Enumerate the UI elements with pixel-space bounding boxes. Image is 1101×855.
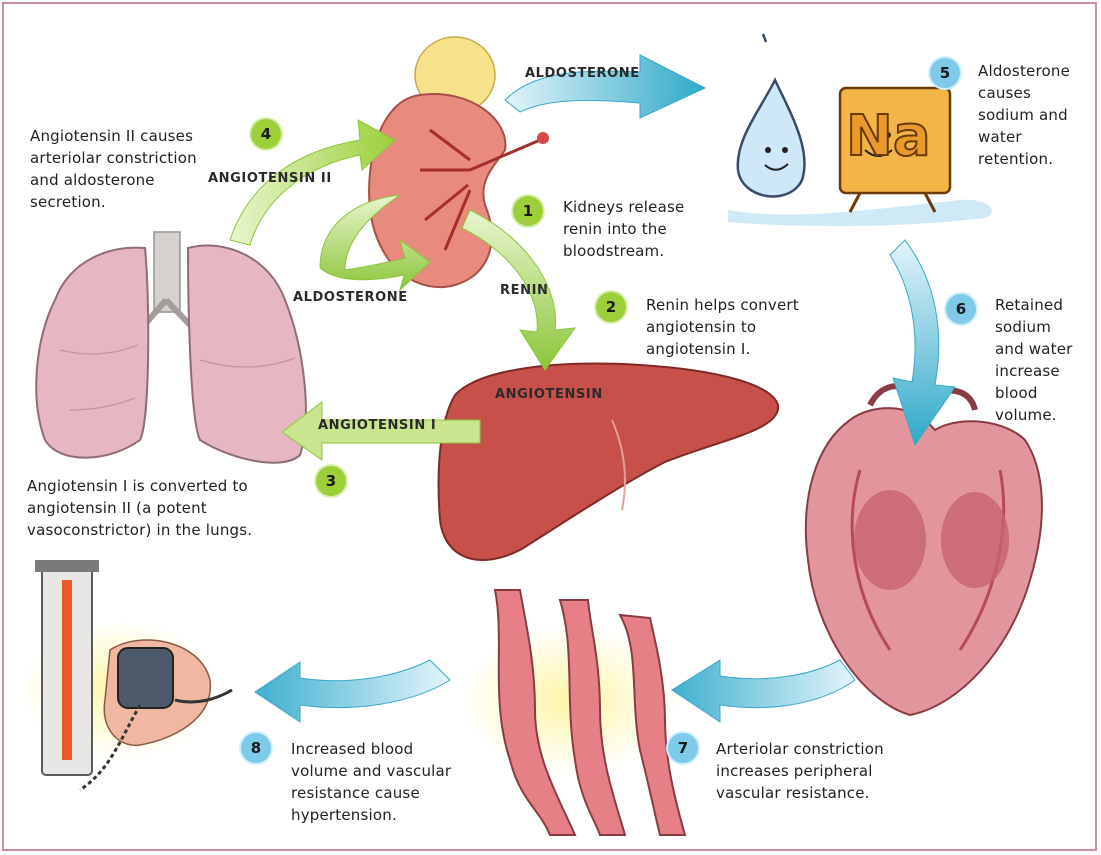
sodium-symbol: Na [846,104,931,169]
liver-icon [439,364,779,560]
step-text-8: Increased blood volume and vascular resi… [291,738,451,826]
step-badge-7: 7 [668,733,698,763]
arrow-label-angiotensin: Angiotensin [495,387,603,402]
arrow-label-angiotensin-ii: Angiotensin II [208,171,332,186]
aldosterone-top-arrow [505,55,705,118]
step-badge-3: 3 [316,466,346,496]
hypertension-arrow [255,660,450,722]
arrow-label-aldosterone-left: Aldosterone [293,290,408,305]
lungs-icon [36,232,306,463]
step-badge-8: 8 [241,733,271,763]
step-badge-2: 2 [596,292,626,322]
step-text-5: Aldosterone causes sodium and water rete… [978,60,1070,170]
step-text-1: Kidneys release renin into the bloodstre… [563,196,684,262]
step-text-7: Arteriolar constriction increases periph… [716,738,884,804]
arrow-label-renin: Renin [500,283,549,298]
sphygmomanometer-icon [20,560,232,790]
step-text-3: Angiotensin I is converted to angiotensi… [27,475,252,541]
step-badge-6: 6 [946,294,976,324]
step-badge-4: 4 [251,119,281,149]
step-badge-5: 5 [930,58,960,88]
arrow-label-angiotensin-i: Angiotensin I [318,418,436,433]
step-text-6: Retained sodium and water increase blood… [995,294,1073,426]
step-badge-1: 1 [513,196,543,226]
step-text-2: Renin helps convert angiotensin to angio… [646,294,799,360]
resistance-arrow [672,660,855,722]
step-text-4: Angiotensin II causes arteriolar constri… [30,125,197,213]
arterioles-icon [460,590,685,835]
arrow-label-aldosterone-top: Aldosterone [525,66,640,81]
